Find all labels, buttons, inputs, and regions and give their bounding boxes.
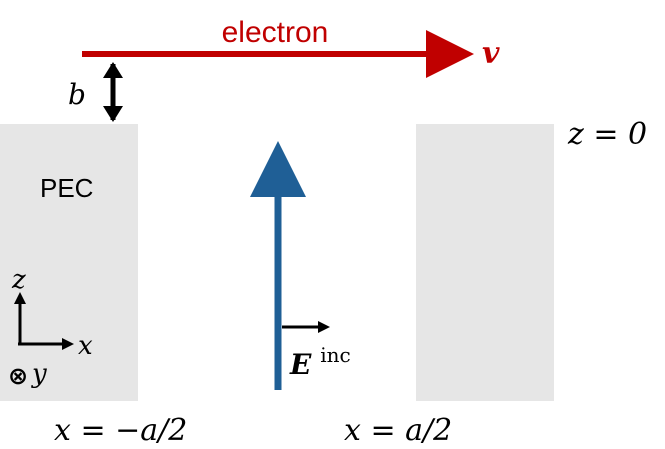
field-superscript: inc [320,343,350,367]
incident-field-label: E inc [289,343,351,381]
field-vector-marker-arrowhead [318,321,330,333]
axis-y-label: y [31,359,47,389]
axis-x-label: x [78,331,93,361]
velocity-label: v [482,36,500,71]
axis-z-arrowhead [14,292,26,304]
pec-label: PEC [40,173,93,203]
electron-label: electron [222,16,329,49]
axis-z-label: z [11,265,26,295]
impact-parameter-label: b [68,78,86,111]
right-boundary-label: x = a/2 [344,413,452,448]
axis-x-arrowhead [62,338,74,350]
field-symbol: E [289,348,312,381]
impact-parameter-arrowhead-top [103,62,123,78]
axis-y-symbol-icon: ⊗ [8,363,28,390]
pec-block-left [0,124,138,401]
impact-parameter-arrowhead-bottom [103,106,123,122]
z-plane-label: z = 0 [567,117,647,152]
pec-block-right [416,124,554,401]
left-boundary-label: x = −a/2 [54,413,187,448]
